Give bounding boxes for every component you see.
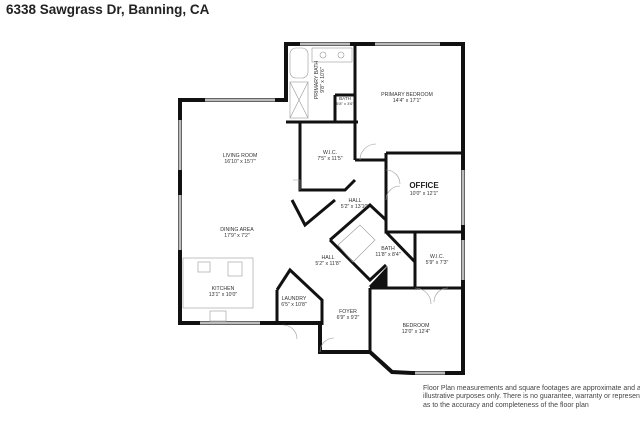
room-dims: 6'9" x 9'2" <box>337 315 360 321</box>
room-name: BATH <box>339 96 351 101</box>
room-dims: 11'8" x 8'4" <box>375 252 400 258</box>
disclaimer: Floor Plan measurements and square foota… <box>423 385 640 410</box>
room-dims: 14'4" x 17'1" <box>393 98 422 104</box>
room-dims: 9'8" x 10'6" <box>320 67 326 93</box>
room-name: LIVING ROOM <box>223 153 258 159</box>
room-name: BATH <box>381 246 395 252</box>
room-name: FOYER <box>339 309 357 315</box>
room-name: DINING AREA <box>220 227 254 233</box>
room-dims: 12'0" x 12'4" <box>402 329 431 335</box>
room-name: OFFICE <box>409 181 439 190</box>
fixtures <box>182 47 449 353</box>
room-dims: 7'5" x 11'5" <box>317 156 342 162</box>
room-name: BEDROOM <box>403 323 430 329</box>
room-name: W.I.C. <box>430 254 444 260</box>
page-title: 6338 Sawgrass Dr, Banning, CA <box>6 2 210 17</box>
room-dims: 17'9" x 7'2" <box>224 233 250 239</box>
room-dims: 5'8" x 3'6" <box>336 101 354 106</box>
windows <box>178 42 465 375</box>
disclaimer-line: Floor Plan measurements and square foota… <box>423 385 640 392</box>
room-dims: 5'2" x 13'10" <box>341 204 370 210</box>
room-name: PRIMARY BEDROOM <box>381 92 433 98</box>
room-dims: 5'2" x 11'8" <box>315 261 340 267</box>
room-dims: 16'10" x 15'7" <box>224 159 255 165</box>
room-name: KITCHEN <box>212 286 235 292</box>
room-name: W.I.C. <box>323 150 337 156</box>
room-dims: 10'0" x 12'1" <box>410 191 439 197</box>
room-dims: 13'1" x 10'0" <box>209 292 238 298</box>
room-labels: PRIMARY BEDROOM 14'4" x 17'1" PRIMARY BA… <box>209 61 449 335</box>
room-name: HALL <box>322 255 335 261</box>
outer-walls <box>178 42 465 375</box>
room-name: LAUNDRY <box>282 296 307 302</box>
room-name: PRIMARY BATH <box>314 61 320 100</box>
interior-walls <box>275 44 463 352</box>
room-dims: 6'5" x 10'8" <box>281 302 307 308</box>
room-name: HALL <box>349 198 362 204</box>
room-dims: 5'9" x 7'3" <box>426 260 449 266</box>
disclaimer-line: illustrative purposes only. There is no … <box>423 393 640 401</box>
disclaimer-line: as to the accuracy and completeness of t… <box>423 401 589 409</box>
